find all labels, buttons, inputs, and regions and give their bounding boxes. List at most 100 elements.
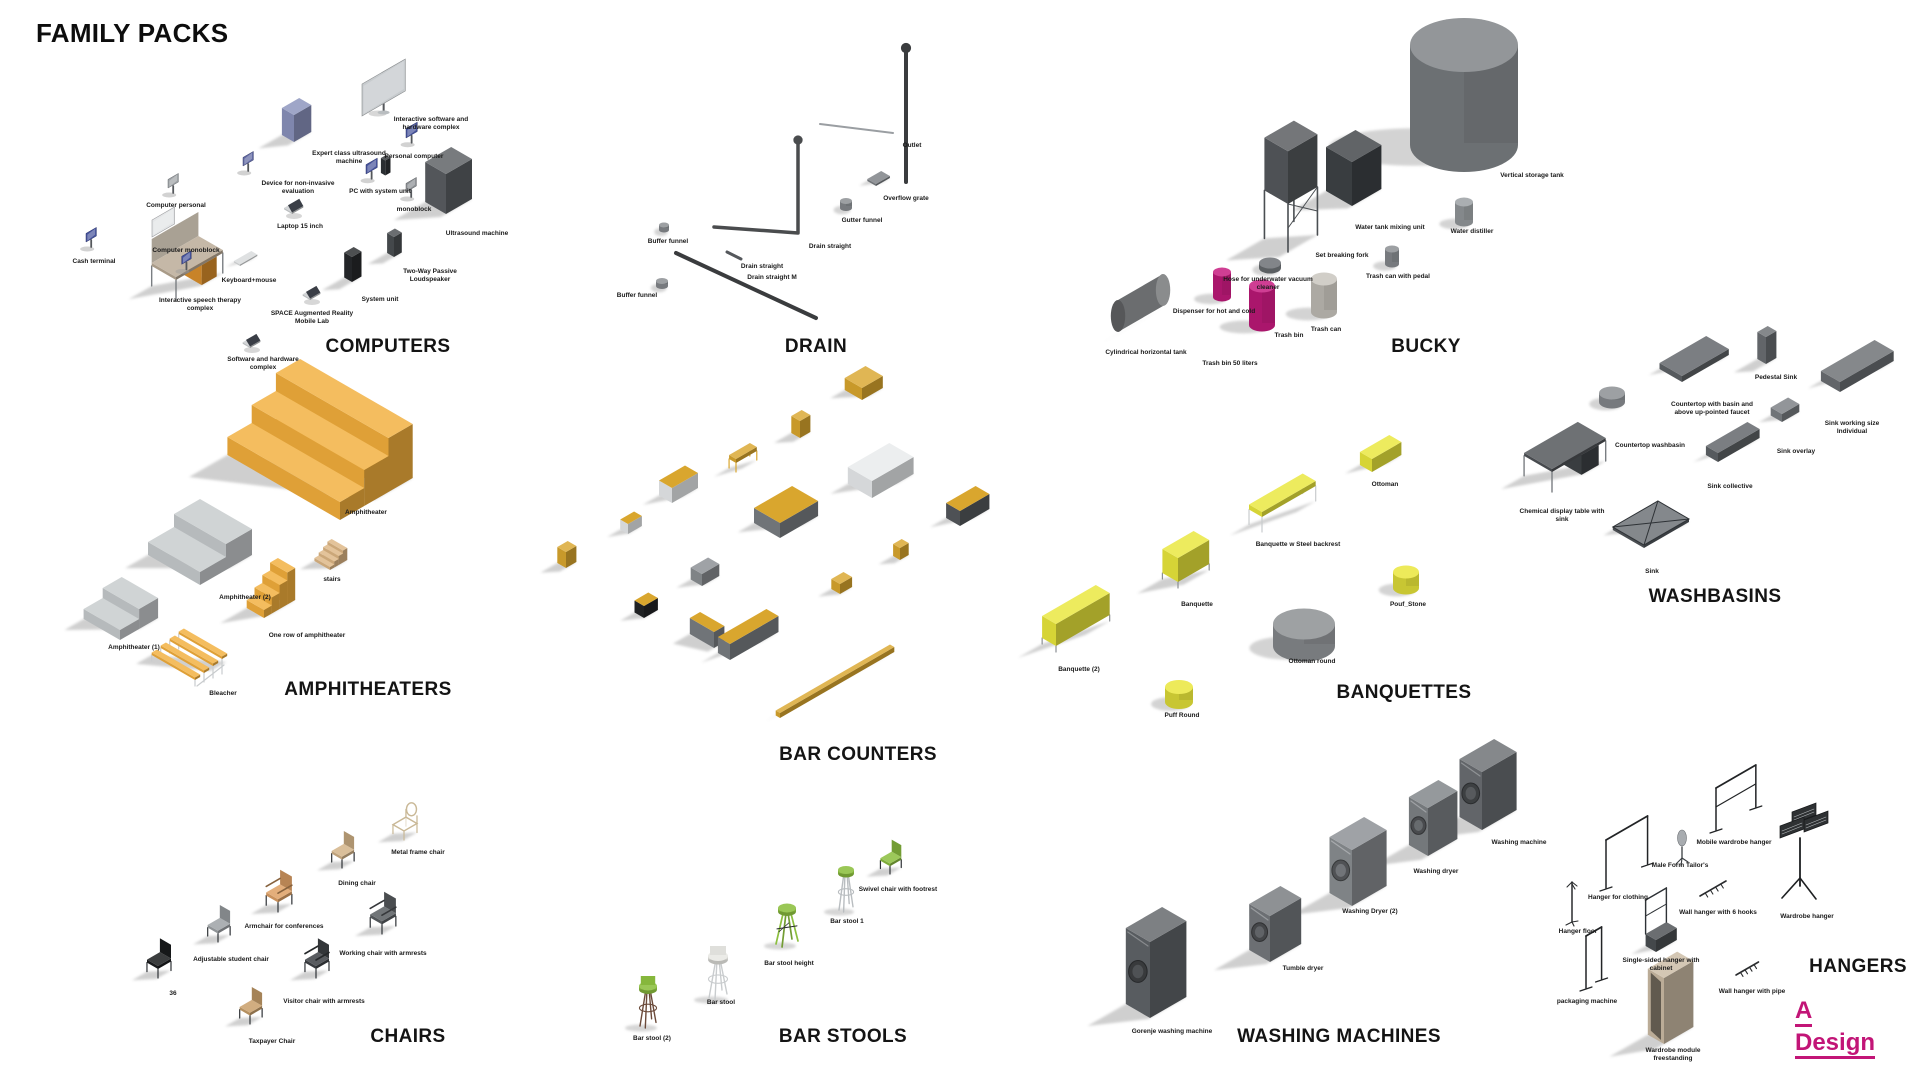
object-bucky-3 [1226, 120, 1319, 261]
object-chairs-2 [251, 869, 293, 914]
object-bar-counters-10 [878, 539, 909, 565]
label-banquettes-4: Banquette (2) [1058, 665, 1100, 673]
brand-logo[interactable]: A Design [1795, 998, 1876, 1060]
label-hangers-1: Male Form Tailor's [1651, 861, 1709, 869]
label-washing-machines-3: Tumble dryer [1282, 964, 1324, 972]
label-bar-stools-2: Bar stool height [764, 959, 814, 967]
object-bucky-6 [1194, 267, 1231, 305]
label-computers-10: Keyboard+mouse [221, 276, 277, 284]
label-computers-11: Two-Way Passive Loudspeaker [403, 267, 457, 283]
object-banquettes-6 [1151, 680, 1193, 711]
object-hangers-5 [1631, 887, 1677, 955]
label-washbasins-0: Pedestal Sink [1754, 373, 1798, 381]
label-computers-1: Expert class ultrasound machine [312, 149, 386, 165]
object-washbasins-2 [1589, 386, 1625, 411]
label-chairs-0: Metal frame chair [391, 848, 445, 856]
label-hangers-6: Wall hanger with pipe [1718, 987, 1786, 995]
section-title-bar-stools: BAR STOOLS [778, 1026, 908, 1047]
brand-logo-wordmark[interactable]: Design [1795, 1030, 1876, 1060]
object-bucky-1 [1292, 130, 1382, 211]
label-chairs-3: Working chair with armrests [339, 949, 427, 957]
object-drain-3 [819, 123, 894, 134]
object-chairs-4 [193, 905, 231, 945]
object-bar-counters-2 [714, 443, 758, 477]
object-banquettes-2 [1137, 531, 1210, 594]
label-chairs-4: Adjustable student chair [193, 955, 269, 963]
object-washing-machines-1 [1372, 780, 1458, 866]
object-bucky-10 [1102, 274, 1171, 343]
label-computers-8: Computer monoblock [152, 246, 220, 254]
label-computers-0: Interactive software and hardware comple… [393, 115, 469, 131]
object-bar-stools-0 [625, 976, 658, 1032]
label-drain-8: Buffer funnel [616, 291, 658, 299]
label-chairs-5: Visitor chair with armrests [283, 997, 365, 1005]
label-drain-6: Buffer funnel [647, 237, 689, 245]
section-title-chairs: CHAIRS [370, 1026, 446, 1047]
object-computers-11 [367, 228, 402, 264]
object-drain-8 [650, 278, 668, 293]
object-washbasins-5 [1693, 422, 1760, 463]
object-washing-machines-4 [1087, 907, 1187, 1026]
object-bucky-8 [1285, 272, 1337, 321]
object-computers-15 [302, 285, 321, 305]
section-title-banquettes: BANQUETTES [1336, 682, 1472, 703]
object-bar-counters-15 [765, 644, 895, 722]
object-bar-counters-4 [830, 443, 914, 498]
label-bucky-4: Trash can with pedal [1366, 272, 1430, 280]
section-title-computers: COMPUTERS [325, 336, 451, 357]
label-washbasins-7: Sink [1645, 567, 1659, 575]
object-hangers-6 [1735, 961, 1760, 977]
object-hangers-8 [1609, 951, 1694, 1057]
label-hangers-2: Mobile wardrobe hanger [1696, 838, 1772, 846]
object-computers-3 [360, 155, 391, 184]
object-bar-counters-5 [930, 486, 990, 528]
label-drain-5: Drain straight [740, 262, 784, 270]
label-hangers-5: Single-sided hanger with cabinet [1622, 956, 1700, 972]
object-drain-4 [712, 135, 803, 235]
label-bucky-8: Trash can [1310, 325, 1342, 333]
object-amphitheaters-0 [189, 359, 413, 520]
object-bar-counters-0 [830, 366, 883, 400]
object-computers-5 [162, 172, 179, 198]
object-drain-6 [654, 222, 669, 236]
label-washbasins-5: Sink collective [1707, 482, 1753, 490]
label-banquettes-0: Ottoman [1371, 480, 1399, 488]
label-computers-3: PC with system unit [349, 187, 411, 195]
object-chairs-0 [378, 802, 419, 843]
label-computers-5: Computer personal [146, 201, 206, 209]
label-washbasins-3: Sink working size Individual [1824, 419, 1880, 435]
label-amphitheaters-4: One row of amphitheater [268, 631, 346, 639]
object-bucky-2 [1439, 197, 1473, 230]
label-hangers-8: Wardrobe module freestanding [1645, 1046, 1701, 1062]
object-amphitheaters-4 [220, 558, 296, 624]
label-bar-stools-0: Bar stool (2) [633, 1034, 671, 1042]
label-washing-machines-1: Washing dryer [1413, 867, 1459, 875]
label-bar-stools-1: Bar stool [706, 998, 736, 1006]
label-bucky-7: Trash bin [1274, 331, 1304, 339]
label-bucky-10: Cylindrical horizontal tank [1105, 348, 1187, 356]
label-amphitheaters-5: Bleacher [209, 689, 237, 697]
label-computers-13: Ultrasound machine [445, 229, 509, 237]
object-chairs-3 [355, 891, 397, 936]
brand-logo-initial[interactable]: A [1795, 998, 1813, 1028]
label-washbasins-6: Chemical display table with sink [1519, 507, 1605, 523]
object-bar-counters-1 [774, 410, 811, 443]
object-washbasins-3 [1807, 340, 1894, 392]
label-computers-2: Personal computer [384, 152, 444, 160]
label-amphitheaters-1: stairs [323, 575, 341, 583]
object-bar-stools-3 [824, 866, 855, 916]
object-banquettes-0 [1345, 435, 1402, 474]
label-bucky-5: Hose for underwater vacuum cleaner [1223, 275, 1313, 291]
object-drain-2 [833, 198, 852, 215]
object-drain-7 [674, 251, 818, 320]
label-computers-16: Software and hardware complex [227, 355, 299, 371]
object-bar-counters-9 [676, 557, 720, 588]
label-washbasins-2: Countertop washbasin [1614, 441, 1686, 449]
object-drain-1 [859, 171, 890, 186]
section-title-bucky: BUCKY [1391, 336, 1461, 357]
label-amphitheaters-0: Amphitheater [345, 508, 387, 516]
label-drain-4: Drain straight [808, 242, 852, 250]
label-washing-machines-4: Gorenje washing machine [1131, 1027, 1213, 1035]
object-chairs-7 [225, 987, 263, 1027]
